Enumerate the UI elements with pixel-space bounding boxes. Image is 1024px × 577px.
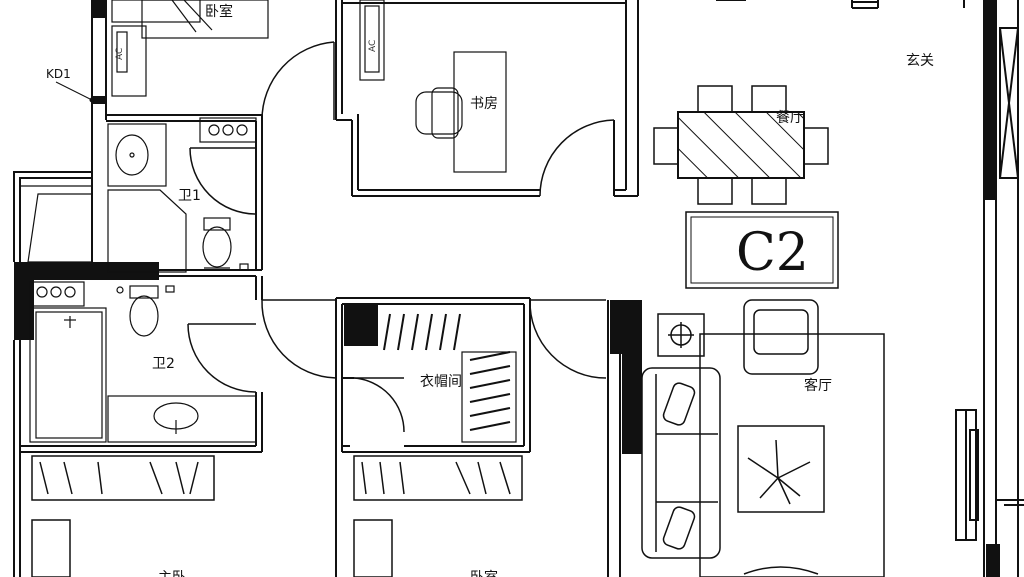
kd1-label: KD1 [46,67,71,81]
top-bedroom-fixtures [111,0,385,97]
kd1-marker [55,81,95,103]
room-label-living: 客厅 [804,377,832,394]
ac-label-bedroom: AC [115,48,125,60]
bath1-fixtures [107,117,257,273]
wardrobe-fixtures [31,455,523,577]
study-furniture [415,51,507,173]
room-label-foyer: 玄关 [906,52,934,69]
columns [14,0,1000,577]
dining-table [653,85,829,205]
room-label-bath2: 卫2 [152,356,175,372]
plan-code-frame-inner [690,216,834,284]
ac-label-study: AC [368,40,378,52]
room-label-study: 书房 [470,96,498,112]
plan-code-frame [685,211,839,289]
bath2-fixtures [29,281,257,443]
plan-code: C2 [736,223,809,283]
walls [13,0,1024,577]
left-room-fixtures [20,185,93,263]
room-label-bedroom-bottom: 卧室 [470,569,498,577]
doors [187,41,615,433]
closet-fixtures [383,313,517,443]
room-label-master-bedroom: 主卧 [158,570,186,577]
room-label-dining: 餐厅 [776,110,804,126]
room-label-closet: 衣帽间 [420,374,462,390]
room-label-bath1: 卫1 [178,188,201,204]
living-furniture [641,299,885,577]
room-label-bedroom-top: 卧室 [205,3,233,20]
